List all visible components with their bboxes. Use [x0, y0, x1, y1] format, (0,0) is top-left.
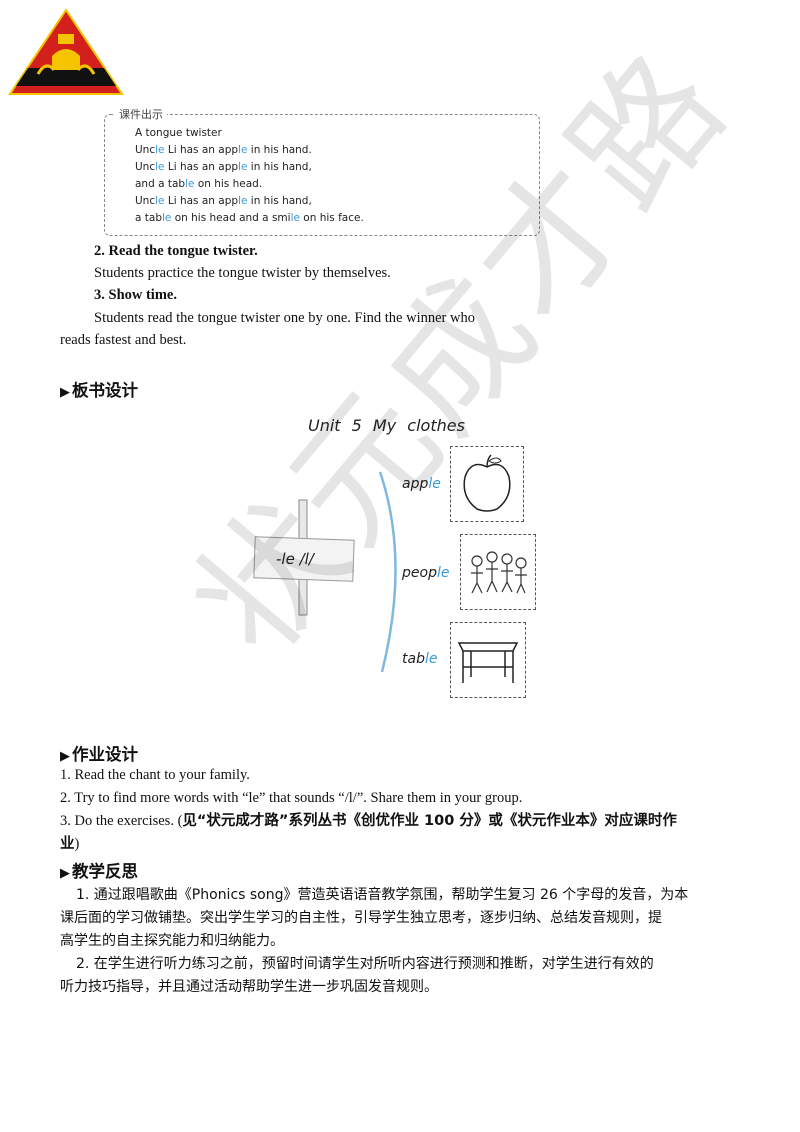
twister-line: A tongue twister [135, 127, 222, 139]
reflection-label: 教学反思 [72, 862, 138, 881]
word-table: table [402, 651, 438, 667]
homework-item-3: 3. Do the exercises. (见“状元成才路”系列丛书《创优作业 … [60, 813, 677, 829]
board-design: Unit 5 My clothes -le /l/ apple people t… [250, 410, 550, 710]
table-picture [450, 622, 526, 698]
triangle-marker-icon: ▶ [60, 749, 70, 764]
homework-item-3-cont: 业) [60, 836, 80, 852]
step-3-body-line2: reads fastest and best. [60, 332, 187, 348]
twister-line: a table on his head and a smile on his f… [135, 212, 364, 224]
homework-item-2: 2. Try to find more words with “le” that… [60, 790, 523, 806]
apple-icon [463, 454, 511, 512]
triangle-marker-icon: ▶ [60, 866, 70, 881]
people-icon [471, 551, 527, 594]
step-3-body-line1: Students read the tongue twister one by … [94, 310, 475, 326]
word-people: people [402, 565, 450, 581]
homework-label: 作业设计 [72, 745, 138, 764]
twister-line: Uncle Li has an apple in his hand. [135, 144, 312, 156]
reflection-p2-line2: 听力技巧指导，并且通过活动帮助学生进一步巩固发音规则。 [60, 979, 438, 995]
twister-line: and a table on his head. [135, 178, 263, 190]
apple-picture [450, 446, 524, 522]
reflection-heading: ▶教学反思 [60, 858, 138, 882]
step-2-body: Students practice the tongue twister by … [94, 265, 391, 281]
reflection-p1-line2: 课后面的学习做铺垫。突出学生学习的自主性，引导学生独立思考，逐步归纳、总结发音规… [60, 910, 662, 926]
reflection-p1-line1: 1. 通过跟唱歌曲《Phonics song》营造英语语音教学氛围，帮助学生复习… [76, 887, 689, 903]
board-design-heading: ▶板书设计 [60, 377, 138, 401]
table-icon [457, 642, 519, 683]
courseware-tag: 课件出示 [115, 106, 167, 122]
homework-item-1: 1. Read the chant to your family. [60, 767, 250, 783]
people-picture [460, 534, 536, 610]
sign-text: -le /l/ [276, 550, 314, 568]
homework-heading: ▶作业设计 [60, 741, 138, 765]
board-design-label: 板书设计 [72, 381, 138, 400]
reflection-p2-line1: 2. 在学生进行听力练习之前，预留时间请学生对所听内容进行预测和推断，对学生进行… [76, 956, 654, 972]
twister-line: Uncle Li has an apple in his hand, [135, 195, 312, 207]
twister-line: Uncle Li has an apple in his hand, [135, 161, 312, 173]
reflection-p1-line3: 高学生的自主探究能力和归纳能力。 [60, 933, 284, 949]
board-title: Unit 5 My clothes [308, 416, 465, 435]
word-apple: apple [402, 476, 441, 492]
publisher-logo-icon [8, 8, 124, 95]
step-2-title: 2. Read the tongue twister. [94, 243, 258, 259]
step-3-title: 3. Show time. [94, 287, 177, 303]
triangle-marker-icon: ▶ [60, 385, 70, 400]
